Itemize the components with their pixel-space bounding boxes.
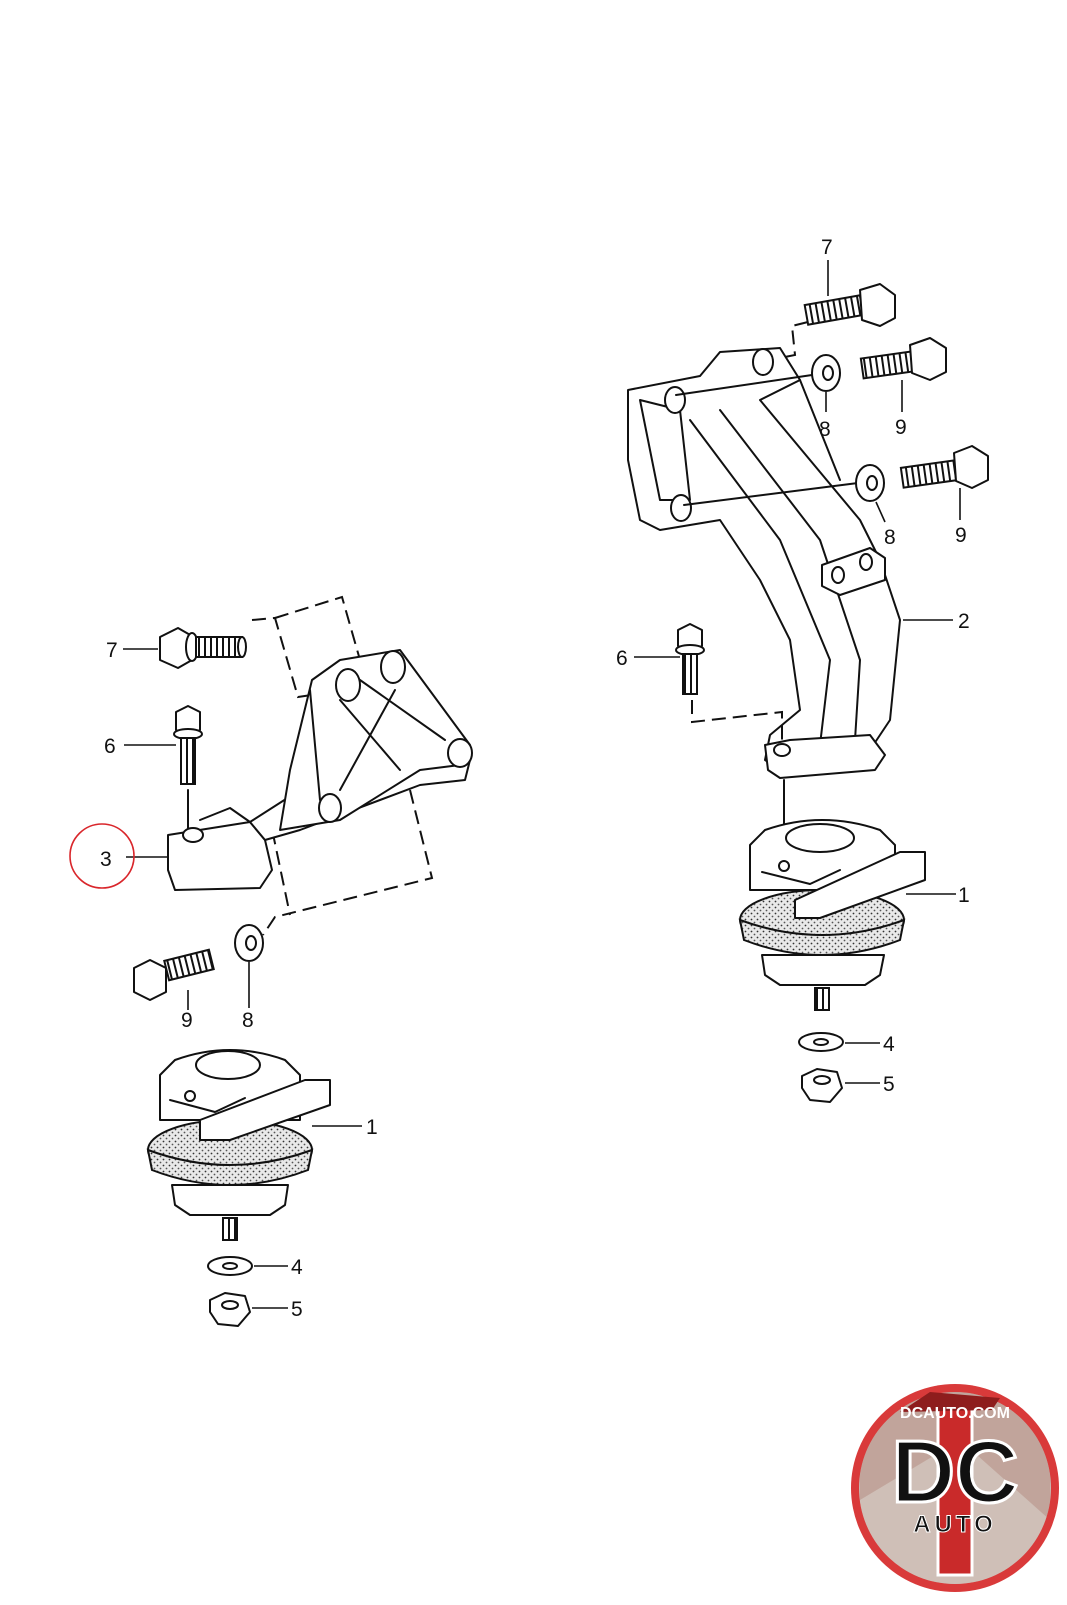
highlight-circle (69, 823, 135, 889)
callout-9-left: 9 (181, 1009, 193, 1032)
callout-7-right: 7 (821, 236, 833, 259)
right-assembly: 7 2 8 (616, 236, 989, 1103)
callout-8b-right: 8 (884, 526, 896, 549)
callout-2-right: 2 (958, 610, 970, 633)
nut-5-left (209, 1292, 251, 1327)
bolt-7-left (159, 627, 247, 669)
logo-top-text: DCAUTO.COM (900, 1405, 1010, 1422)
bolt-9a-right (859, 337, 947, 381)
callout-6-left: 6 (104, 735, 116, 758)
washer-8a-right (811, 354, 841, 392)
bolt-7-right (803, 283, 896, 327)
bracket-3-left (167, 649, 473, 891)
callout-5-left: 5 (291, 1298, 303, 1321)
logo-main-text: DC (891, 1422, 1018, 1521)
washer-4-right (798, 1032, 844, 1052)
callout-9a-right: 9 (895, 416, 907, 439)
callout-8a-right: 8 (819, 418, 831, 441)
callout-4-left: 4 (291, 1256, 303, 1279)
callout-1-left: 1 (366, 1116, 378, 1139)
nut-5-right (801, 1068, 843, 1103)
callout-9b-right: 9 (955, 524, 967, 547)
bolt-9-left (133, 948, 215, 1001)
engine-mount-1-right (738, 819, 926, 1011)
callout-7-left: 7 (106, 639, 118, 662)
left-assembly: 7 3 6 (69, 595, 473, 1327)
callout-4-right: 4 (883, 1033, 895, 1056)
logo-sub-text: AUTO (913, 1511, 997, 1538)
washer-8-left (234, 924, 264, 962)
callout-8-left: 8 (242, 1009, 254, 1032)
washer-8b-right (855, 464, 885, 502)
callout-3-left: 3 (100, 848, 112, 871)
washer-4-left (207, 1256, 253, 1276)
callout-6-right: 6 (616, 647, 628, 670)
dcauto-logo: DCAUTO.COM DC AUTO (851, 1384, 1059, 1592)
callout-5-right: 5 (883, 1073, 895, 1096)
engine-mount-1-left (146, 1049, 331, 1241)
bolt-6-right (675, 623, 705, 695)
bolt-9b-right (899, 445, 989, 489)
bolt-6-left (173, 705, 203, 785)
callout-1-right: 1 (958, 884, 970, 907)
